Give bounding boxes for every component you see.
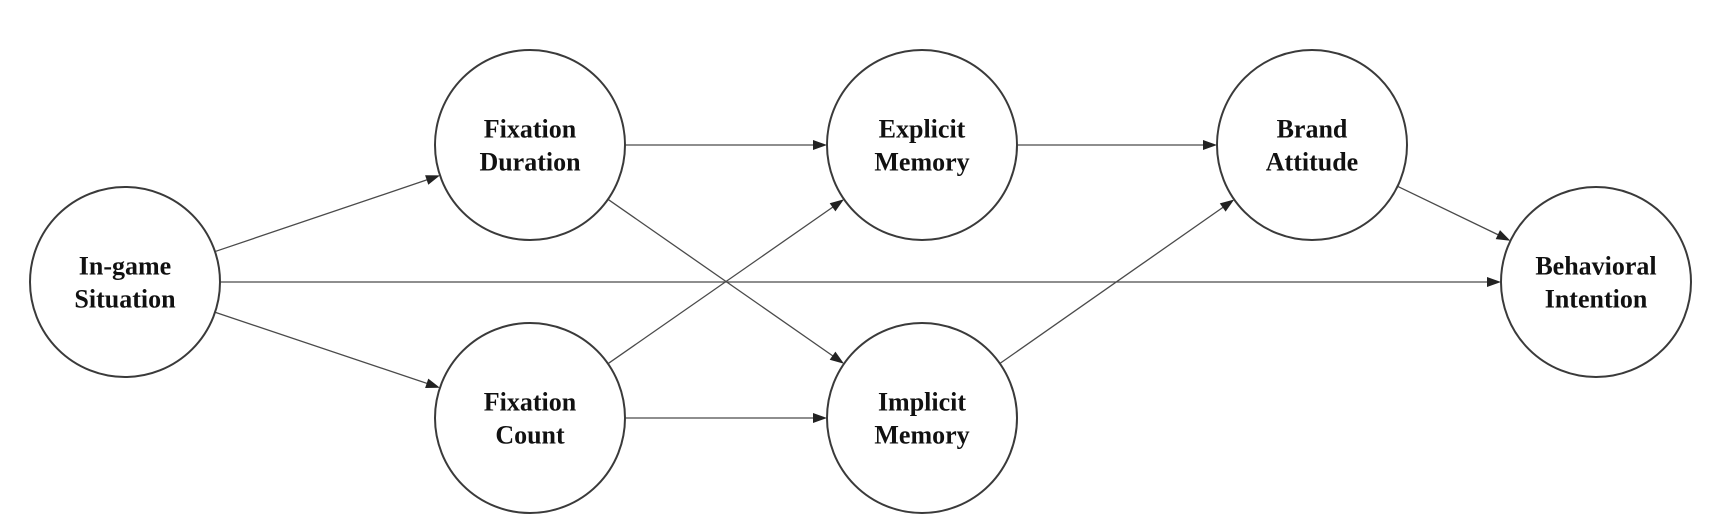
node-circle [434, 322, 626, 514]
edge-line [214, 311, 429, 385]
arrowhead-icon [829, 351, 844, 364]
arrowhead-icon [425, 175, 440, 185]
node-circle [1216, 49, 1408, 241]
node-label: Situation [74, 285, 176, 314]
node-label: Fixation [484, 388, 577, 417]
edge-brand-attitude-to-behavioral-intention [1397, 185, 1511, 241]
arrowhead-icon [425, 378, 440, 388]
arrowhead-icon [1487, 277, 1501, 287]
edge-fixation-duration-to-explicit-memory [625, 140, 827, 150]
node-label: Intention [1545, 285, 1648, 314]
edge-fixation-duration-to-implicit-memory [607, 198, 844, 364]
node-circle [434, 49, 626, 241]
edge-implicit-memory-to-brand-attitude [999, 199, 1235, 365]
node-circle [1500, 186, 1692, 378]
node-label: Brand [1277, 115, 1348, 144]
edge-line [214, 178, 429, 253]
node-label: Memory [874, 148, 969, 177]
node-label: Count [495, 421, 565, 450]
edge-explicit-memory-to-brand-attitude [1017, 140, 1217, 150]
node-label: Fixation [484, 115, 577, 144]
edge-line [607, 198, 835, 358]
nodes-layer: In-gameSituationFixationDurationFixation… [29, 49, 1692, 514]
node-label: In-game [79, 252, 171, 281]
node-circle [29, 186, 221, 378]
edge-in-game-situation-to-fixation-count [214, 311, 440, 388]
edge-in-game-situation-to-behavioral-intention [220, 277, 1501, 287]
node-circle [826, 322, 1018, 514]
edge-line [999, 205, 1225, 365]
edge-line [607, 205, 835, 365]
arrowhead-icon [1203, 140, 1217, 150]
edge-fixation-count-to-implicit-memory [625, 413, 827, 423]
arrowhead-icon [813, 413, 827, 423]
node-label: Memory [874, 421, 969, 450]
node-label: Implicit [878, 388, 966, 417]
arrowhead-icon [1219, 199, 1235, 212]
edge-fixation-count-to-explicit-memory [607, 199, 844, 365]
arrowhead-icon [813, 140, 827, 150]
arrowhead-icon [829, 199, 844, 212]
edge-line [1397, 185, 1500, 237]
node-label: Duration [479, 148, 581, 177]
edges-layer [214, 140, 1511, 423]
arrowhead-icon [1495, 230, 1511, 241]
edge-in-game-situation-to-fixation-duration [214, 175, 440, 253]
node-circle [826, 49, 1018, 241]
node-label: Attitude [1266, 148, 1358, 177]
node-label: Explicit [879, 115, 966, 144]
node-label: Behavioral [1535, 252, 1656, 281]
